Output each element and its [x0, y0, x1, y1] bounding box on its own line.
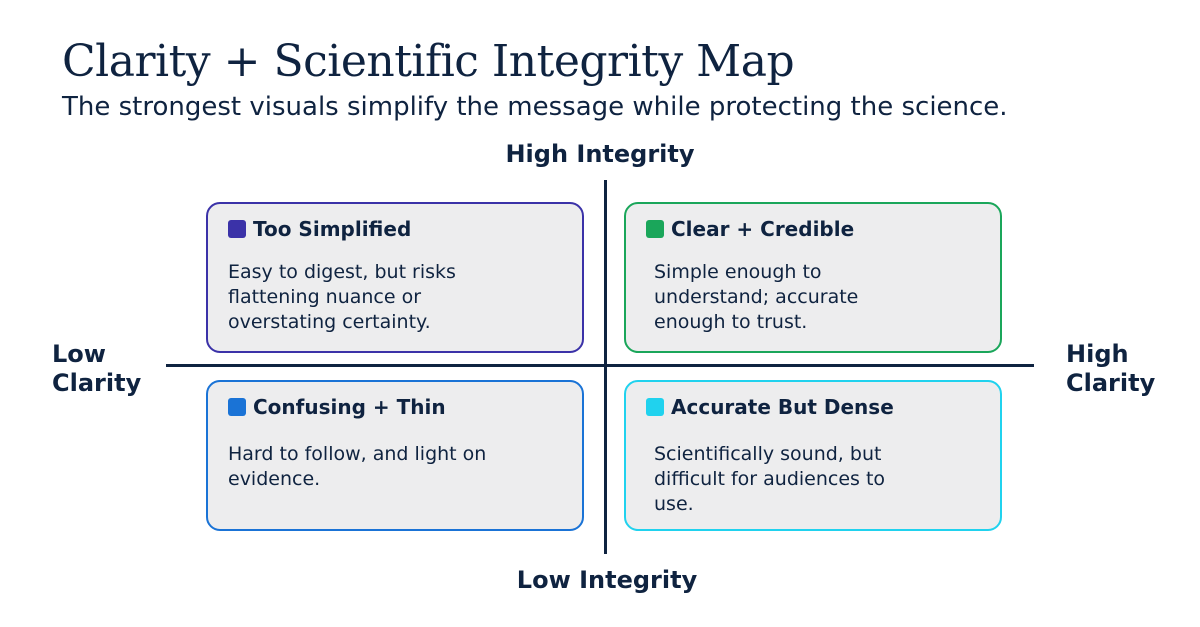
page-subtitle: The strongest visuals simplify the messa… — [62, 92, 1008, 122]
quadrant-title: Too Simplified — [253, 217, 412, 241]
quadrant-title: Confusing + Thin — [253, 395, 446, 419]
axis-label-low-integrity: Low Integrity — [516, 566, 698, 594]
axis-label-high-integrity: High Integrity — [505, 140, 695, 168]
description-line: overstating certainty. — [228, 311, 431, 333]
page-title: Clarity + Scientific Integrity Map — [62, 36, 795, 87]
quadrant-header: Clear + Credible — [646, 216, 1000, 242]
horizontal-axis-line — [166, 364, 1034, 367]
quadrant-title: Clear + Credible — [671, 217, 855, 241]
axis-label-low-clarity: Low Clarity — [52, 340, 141, 398]
quadrant-title: Accurate But Dense — [671, 395, 894, 419]
description-line: Easy to digest, but risks — [228, 261, 456, 283]
quadrant-description: Scientifically sound, but difficult for … — [646, 442, 966, 517]
axis-label-high-clarity-line2: Clarity — [1066, 369, 1156, 397]
vertical-axis-line — [604, 180, 607, 554]
quadrant-header: Too Simplified — [228, 216, 582, 242]
color-swatch-icon — [228, 220, 246, 238]
quadrant-description: Simple enough to understand; accurate en… — [646, 260, 966, 335]
axis-label-high-clarity-line1: High — [1066, 340, 1129, 368]
description-line: evidence. — [228, 468, 321, 490]
color-swatch-icon — [228, 398, 246, 416]
description-line: enough to trust. — [654, 311, 808, 333]
description-line: understand; accurate — [654, 286, 859, 308]
axis-label-low-clarity-line1: Low — [52, 340, 106, 368]
quadrant-header: Confusing + Thin — [228, 394, 582, 420]
description-line: Scientifically sound, but — [654, 443, 882, 465]
quadrant-clear-credible: Clear + Credible Simple enough to unders… — [624, 202, 1002, 353]
quadrant-description: Easy to digest, but risks flattening nua… — [228, 260, 548, 335]
description-line: Hard to follow, and light on — [228, 443, 487, 465]
quadrant-too-simplified: Too Simplified Easy to digest, but risks… — [206, 202, 584, 353]
color-swatch-icon — [646, 220, 664, 238]
quadrant-header: Accurate But Dense — [646, 394, 1000, 420]
quadrant-description: Hard to follow, and light on evidence. — [228, 442, 548, 492]
quadrant-accurate-dense: Accurate But Dense Scientifically sound,… — [624, 380, 1002, 531]
description-line: flattening nuance or — [228, 286, 422, 308]
description-line: difficult for audiences to — [654, 468, 886, 490]
description-line: Simple enough to — [654, 261, 822, 283]
axis-label-high-clarity: High Clarity — [1066, 340, 1155, 398]
color-swatch-icon — [646, 398, 664, 416]
quadrant-confusing-thin: Confusing + Thin Hard to follow, and lig… — [206, 380, 584, 531]
axis-label-low-clarity-line2: Clarity — [52, 369, 142, 397]
description-line: use. — [654, 493, 694, 515]
